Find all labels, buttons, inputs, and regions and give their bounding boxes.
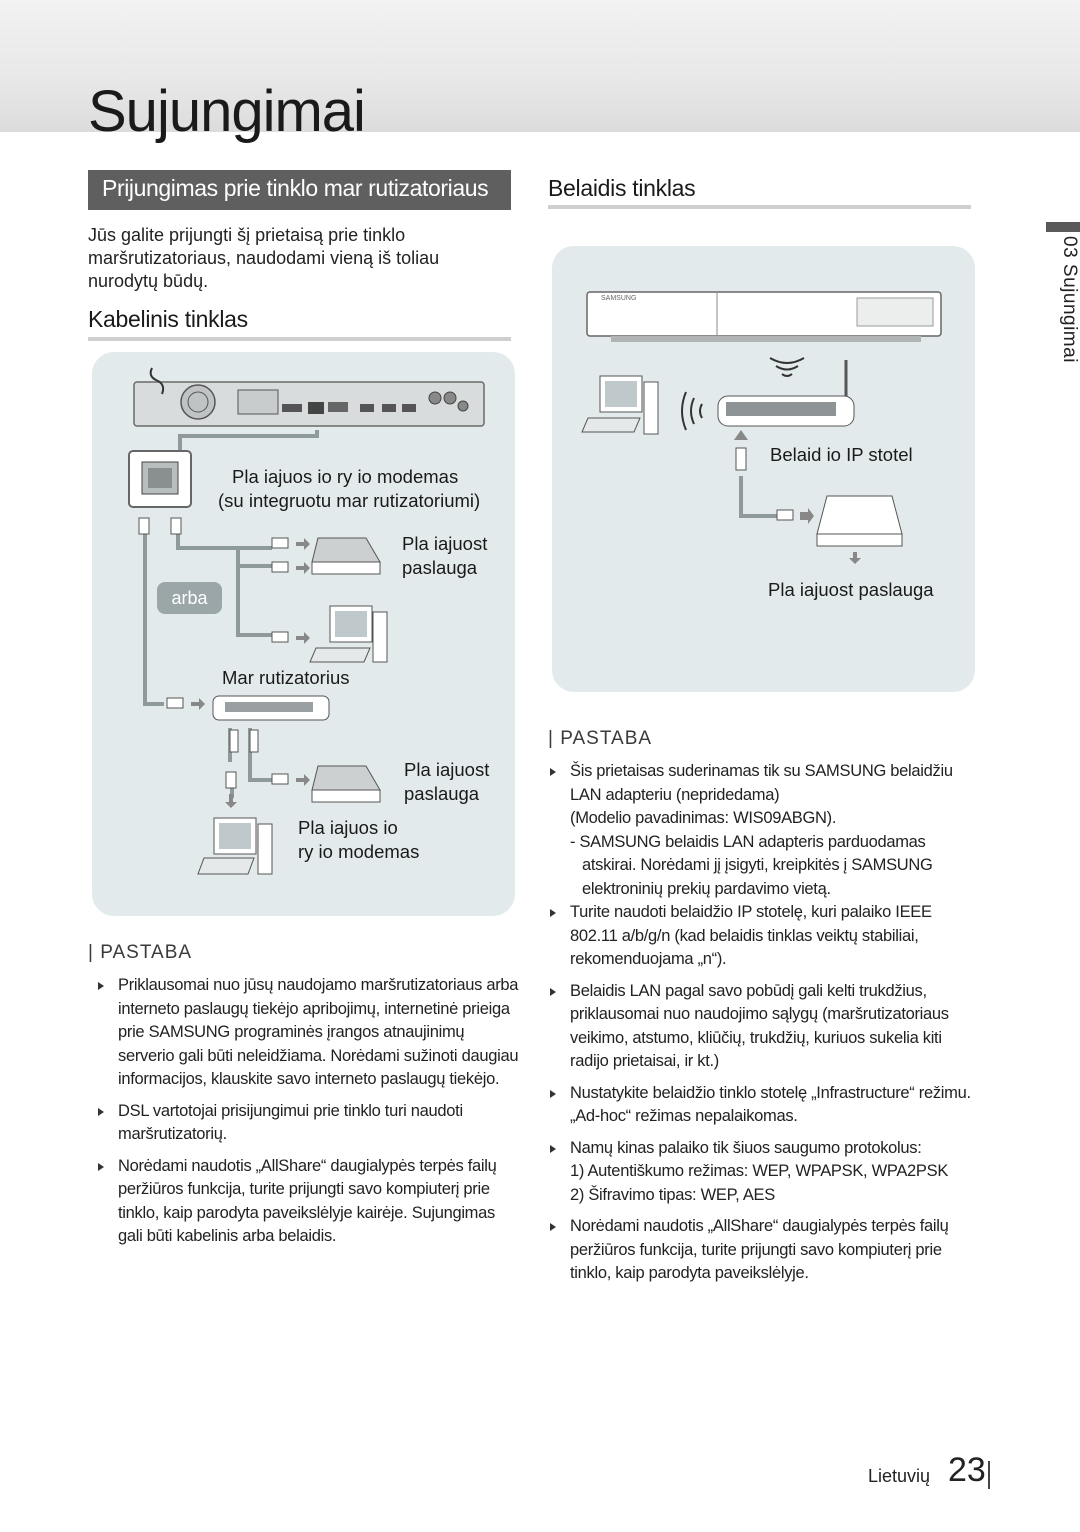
- label-router: Mar rutizatorius: [222, 667, 350, 688]
- note-text: Namų kinas palaiko tik šiuos saugumo pro…: [570, 1138, 922, 1157]
- label-modem-router: Pla iajuos io ry io modemas: [232, 466, 459, 487]
- list-item: Belaidis LAN pagal savo pobūdį gali kelt…: [540, 980, 980, 1074]
- label-wireless-ap: Belaid io IP stotel: [770, 444, 913, 465]
- label-broadband-2b: paslauga: [404, 783, 480, 804]
- wireless-heading-rule: [548, 205, 971, 209]
- notes-right-list: Šis prietaisas suderinamas tik su SAMSUN…: [540, 760, 980, 1286]
- list-item: Priklausomai nuo jūsų naudojamo maršruti…: [88, 974, 520, 1092]
- computer-icon: [271, 605, 388, 663]
- note-text: Norėdami naudotis „AllShare“ daugialypės…: [570, 1217, 949, 1282]
- list-item: Turite naudoti belaidžio IP stotelę, kur…: [540, 901, 980, 972]
- note-text: Turite naudoti belaidžio IP stotelę, kur…: [570, 903, 932, 968]
- note-sub-text: 2) Šifravimo tipas: WEP, AES: [570, 1185, 775, 1204]
- label-broadband-2a: Pla iajuost: [404, 759, 490, 780]
- label-wireless-broadband: Pla iajuost paslauga: [768, 579, 934, 600]
- list-item: Namų kinas palaiko tik šiuos saugumo pro…: [540, 1137, 980, 1208]
- note-heading-right-text: PASTABA: [560, 728, 653, 749]
- list-item: Norėdami naudotis „AllShare“ daugialypės…: [540, 1215, 980, 1286]
- wireless-computer-icon: [581, 375, 659, 435]
- wireless-access-point-icon: [717, 360, 855, 427]
- footer-divider: [988, 1461, 990, 1489]
- label-modem-2a: Pla iajuos io: [298, 817, 398, 838]
- list-item: Nustatykite belaidžio tinklo stotelę „In…: [540, 1082, 980, 1129]
- header-band: [0, 0, 1080, 132]
- router-icon: [166, 695, 330, 721]
- notes-left-list: Priklausomai nuo jūsų naudojamo maršruti…: [88, 974, 520, 1249]
- note-heading-left: | PASTABA: [88, 942, 193, 963]
- cable-plugs-icon: [138, 517, 182, 535]
- note-model-text: (Modelio pavadinimas: WIS09ABGN).: [570, 809, 837, 827]
- computer-2-icon: [197, 771, 273, 875]
- wired-diagram-panel: [92, 352, 515, 916]
- wireless-signal-icon: [769, 357, 805, 377]
- note-text: Norėdami naudotis „AllShare“ daugialypės…: [118, 1156, 497, 1246]
- router-plugs-icon: [229, 729, 259, 753]
- chapter-side-label: 03 Sujungimai: [1059, 236, 1080, 363]
- list-item: Šis prietaisas suderinamas tik su SAMSUN…: [540, 760, 980, 901]
- label-modem-router-sub: (su integruotu mar rutizatoriumi): [218, 490, 481, 511]
- note-heading-left-text: PASTABA: [100, 942, 193, 963]
- intro-paragraph: Jūs galite prijungti šį prietaisą prie t…: [88, 225, 440, 291]
- ethernet-wall-jack-icon: [128, 450, 192, 508]
- note-text: Belaidis LAN pagal savo pobūdį gali kelt…: [570, 981, 949, 1071]
- note-sub-text: - SAMSUNG belaidis LAN adapteris parduod…: [570, 832, 933, 898]
- note-text: Šis prietaisas suderinamas tik su SAMSUN…: [570, 762, 953, 804]
- page-title: Sujungimai: [88, 79, 366, 144]
- section-heading: Prijungimas prie tinklo mar rutizatoriau…: [88, 170, 511, 210]
- label-modem-2b: ry io modemas: [298, 841, 420, 862]
- label-broadband-1b: paslauga: [402, 557, 478, 578]
- list-item: Norėdami naudotis „AllShare“ daugialypės…: [88, 1155, 520, 1249]
- note-text: DSL vartotojai prisijungimui prie tinklo…: [118, 1101, 463, 1144]
- or-badge: arba: [157, 582, 222, 614]
- wireless-signal-icon: [681, 391, 703, 431]
- device-brand: SAMSUNG: [601, 295, 636, 302]
- chapter-tab-marker: [1046, 222, 1080, 232]
- note-heading-right: | PASTABA: [548, 728, 653, 749]
- note-text: Nustatykite belaidžio tinklo stotelę „In…: [570, 1083, 971, 1126]
- home-theater-back-panel: [133, 367, 485, 427]
- label-broadband-1a: Pla iajuost: [402, 533, 488, 554]
- wired-heading-rule: [88, 337, 511, 341]
- footer-page-number: 23: [948, 1451, 986, 1489]
- broadband-modem-icon: [271, 537, 381, 575]
- note-sub-text: 1) Autentiškumo režimas: WEP, WPAPSK, WP…: [570, 1162, 949, 1180]
- wireless-connection-lines: [734, 430, 903, 564]
- wired-network-heading: Kabelinis tinklas: [88, 306, 248, 332]
- footer-language: Lietuvių: [868, 1466, 931, 1486]
- wireless-network-heading: Belaidis tinklas: [548, 175, 696, 201]
- home-theater-front-panel: SAMSUNG: [586, 291, 942, 342]
- broadband-modem-2-icon: [271, 765, 381, 803]
- list-item: DSL vartotojai prisijungimui prie tinklo…: [88, 1100, 520, 1147]
- note-text: Priklausomai nuo jūsų naudojamo maršruti…: [118, 976, 519, 1088]
